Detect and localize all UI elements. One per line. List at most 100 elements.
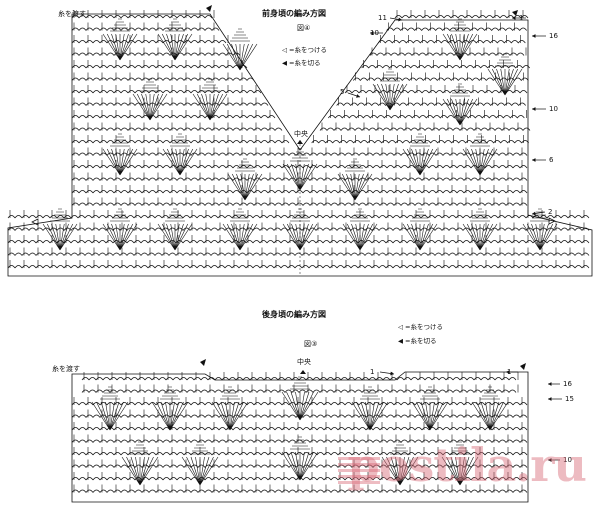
stitch-ticks (73, 22, 215, 31)
chain-row (71, 77, 255, 81)
stitch-ticks (73, 409, 523, 418)
stitch-ticks (73, 72, 243, 81)
stitch-ticks (73, 484, 523, 493)
fan-stitch (471, 401, 509, 431)
stitch-ticks (83, 384, 519, 393)
stitch-ticks (73, 172, 523, 181)
stitch-ticks (73, 60, 243, 68)
stitch-ticks (380, 35, 521, 43)
fan-stitch (121, 456, 159, 486)
fan-stitch (487, 68, 523, 96)
stitch-ticks (9, 210, 585, 218)
legend-text: =糸をつける (289, 46, 327, 54)
fan-stitch (192, 93, 228, 121)
stitch-ticks (73, 85, 257, 93)
arrow-head-icon (548, 397, 552, 401)
arrow-head-icon (532, 158, 536, 162)
row-label: 2 (548, 208, 553, 216)
fan-stitch (342, 223, 378, 251)
stitch-ticks (73, 47, 229, 56)
chain-row (71, 402, 528, 406)
stitch-ticks (73, 185, 523, 193)
chain-row (71, 127, 283, 131)
chain-row (394, 15, 529, 19)
watermark-stripe (338, 456, 380, 484)
attach-thread-marker-icon (548, 217, 556, 225)
chain-row (7, 240, 590, 244)
fan-stitch (522, 223, 558, 251)
stitch-ticks (73, 197, 523, 206)
fan-stitch (462, 148, 498, 176)
row-arrows (31, 5, 562, 462)
chain-row (378, 40, 526, 44)
stitch-ticks (338, 97, 521, 106)
chain-row (71, 65, 248, 69)
fan-stitch (91, 401, 129, 431)
back-title: 後身頃の編み方図 (262, 310, 326, 319)
front-panel-pineapple-motifs (42, 18, 558, 275)
fan-stitch (157, 33, 193, 61)
stitch-ticks (73, 434, 523, 443)
stitch-ticks (73, 472, 523, 480)
row-label: 1 (507, 368, 512, 376)
chain-row (7, 265, 590, 269)
stitch-ticks (388, 22, 515, 31)
chain-row (71, 27, 220, 31)
front-center-label: 中央 (294, 130, 308, 138)
arrow-head-icon (370, 31, 374, 35)
cut-thread-marker-icon (520, 363, 526, 370)
chain-row (71, 489, 528, 493)
stitch-ticks (73, 97, 257, 106)
center-marker-icon (297, 140, 303, 144)
chain-row (71, 439, 528, 443)
chain-row (71, 202, 528, 206)
fan-stitch (132, 93, 168, 121)
stitch-ticks (9, 260, 585, 268)
cut-thread-marker-icon (512, 10, 518, 16)
chain-row (71, 177, 528, 181)
fan-stitch (337, 173, 373, 201)
fan-stitch (102, 148, 138, 176)
row-label: 1 (519, 14, 524, 22)
fan-stitch (281, 391, 319, 421)
arrow-head-icon (506, 370, 510, 374)
back-center-label: 中央 (297, 358, 311, 366)
stitch-ticks (355, 72, 524, 81)
row-label: 16 (563, 380, 572, 388)
back-pass-thread-label: 糸を渡す (52, 365, 80, 373)
fan-stitch (351, 401, 389, 431)
attach-thread-icon: ◁ (398, 323, 403, 331)
stitch-ticks (73, 397, 523, 405)
row-label: 10 (549, 105, 558, 113)
chain-row (336, 102, 526, 106)
chain-row (71, 15, 213, 19)
front-legend-attach: ◁=糸をつける (282, 44, 327, 54)
row-label: 15 (565, 395, 574, 403)
arrow-head-icon (512, 16, 516, 20)
chain-row (71, 464, 528, 468)
stitch-ticks (313, 135, 524, 143)
chain-row (71, 115, 276, 119)
legend-text: =糸を切る (405, 337, 437, 345)
row-label: 1 (370, 368, 375, 376)
back-panel-stitch-grid (71, 371, 529, 503)
chain-row (71, 165, 528, 169)
fan-stitch (162, 148, 198, 176)
stitch-ticks (321, 122, 519, 131)
back-figure-number: 図③ (304, 340, 318, 348)
fan-stitch (102, 223, 138, 251)
back-legend-cut: ◀=糸を切る (398, 335, 436, 345)
back-panel-pineapple-motifs (91, 376, 509, 486)
fan-stitch (227, 173, 263, 201)
chain-row (369, 52, 525, 56)
chain-row (81, 377, 517, 381)
attach-thread-marker-icon (31, 218, 39, 226)
chain-row (344, 90, 528, 94)
row-label: 5 (340, 88, 345, 96)
fan-stitch (402, 148, 438, 176)
stitch-ticks (73, 135, 285, 143)
cut-thread-icon: ◀ (282, 59, 287, 67)
front-pass-thread-label: 糸を渡す (58, 10, 86, 18)
chain-row (361, 65, 530, 69)
